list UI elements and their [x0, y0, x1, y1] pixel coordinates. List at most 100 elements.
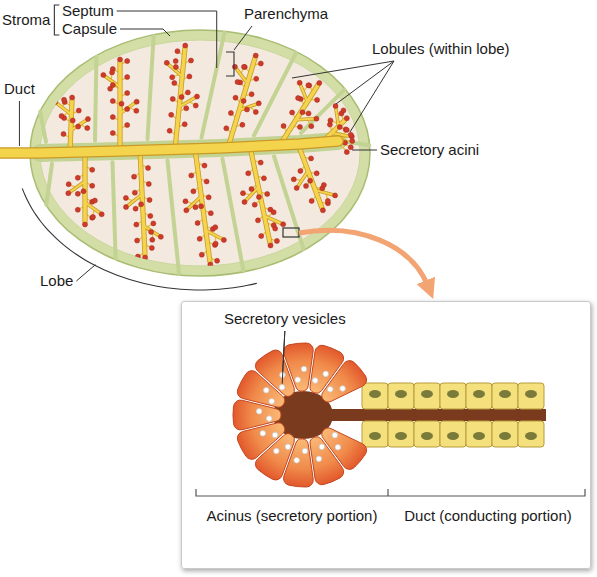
secretory-acinus-dot [75, 175, 80, 180]
duct-branch-outline [70, 100, 72, 152]
secretory-acinus-dot [70, 95, 75, 100]
secretory-acinus-dot [147, 197, 152, 202]
duct-cell-nucleus [369, 390, 381, 398]
secretory-acinus-dot [195, 221, 200, 226]
secretory-acinus-dot [271, 210, 276, 215]
secretory-acinus-dot [208, 211, 213, 216]
secretory-acinus-dot [194, 94, 199, 99]
secretory-acinus-dot [199, 252, 204, 257]
secretory-acinus-dot [206, 195, 211, 200]
secretory-vesicle [340, 386, 346, 392]
secretory-acinus-dot [228, 111, 233, 116]
secretory-acinus-dot [204, 179, 209, 184]
secretory-acinus-dot [172, 81, 177, 86]
secretory-acinus-dot [224, 126, 229, 131]
duct-cell-nucleus [525, 432, 537, 440]
duct-cell-nucleus [499, 432, 511, 440]
septum-line [168, 161, 180, 274]
secretory-acinus-dot [296, 96, 301, 101]
secretory-acinus-dot [197, 236, 202, 241]
duct-branch-outline [280, 85, 318, 145]
duct-branch-outline [117, 62, 122, 151]
duct-branch [264, 216, 280, 223]
secretory-acinus-dot [191, 189, 196, 194]
secretory-acinus-dot [213, 225, 218, 230]
leader-line [117, 11, 217, 68]
part-label: Parenchyma [244, 5, 328, 23]
secretory-acinus-dot [92, 198, 97, 203]
part-label: Stroma [2, 11, 50, 29]
secretory-acinus-dot [101, 72, 106, 77]
secretory-acinus-dot [341, 108, 346, 113]
secretory-acinus-dot [90, 215, 95, 220]
secretory-acinus-dot [344, 127, 349, 132]
septum-line [223, 159, 244, 270]
duct-branch [169, 65, 183, 77]
duct-branch [315, 190, 332, 195]
secretory-vesicle [332, 432, 338, 438]
secretory-acinus-dot [333, 103, 338, 108]
secretory-acinus-dot [132, 174, 137, 179]
leader-line [292, 61, 394, 78]
duct-cell-nucleus [447, 390, 459, 398]
secretory-acinus-dot [221, 237, 226, 242]
part-label: Duct [4, 80, 35, 98]
secretory-acinus-dot [124, 205, 129, 210]
secretory-vesicle [319, 444, 325, 450]
secretory-acinus-dot [183, 43, 188, 48]
secretory-acinus-dot [125, 91, 130, 96]
acinar-cell [310, 437, 344, 485]
secretory-acinus-dot [308, 178, 313, 183]
secretory-acinus-dot [254, 76, 259, 81]
secretory-acinus-dot [325, 198, 330, 203]
duct-cell-nucleus [447, 432, 459, 440]
secretory-acinus-dot [135, 254, 140, 259]
secretory-acinus-dot [242, 200, 247, 205]
secretory-acinus-dot [193, 205, 198, 210]
secretory-acinus-dot [132, 190, 137, 195]
secretory-acinus-dot [350, 139, 355, 144]
secretory-acinus-dot [297, 124, 302, 129]
secretory-acinus-dot [189, 173, 194, 178]
secretory-acinus-dot [233, 95, 238, 100]
part-label: Lobe [40, 272, 73, 290]
secretory-acinus-dot [265, 191, 270, 196]
secretory-acinus-dot [146, 181, 151, 186]
septum-line [254, 53, 296, 135]
secretory-acinus-dot [123, 195, 128, 200]
secretory-vesicle [279, 384, 285, 390]
part-label: Capsule [62, 20, 117, 38]
secretory-acinus-dot [81, 189, 86, 194]
duct-cell [492, 383, 518, 409]
secretory-acinus-dot [133, 206, 138, 211]
leader-line [352, 150, 377, 151]
septum-line [301, 90, 344, 133]
secretory-acinus-dot [90, 214, 95, 219]
secretory-acinus-dot [300, 110, 305, 115]
duct-cell-nucleus [369, 432, 381, 440]
septum-line [148, 36, 154, 139]
secretory-acinus-dot [241, 98, 246, 103]
secretory-acinus-dot [76, 124, 81, 129]
secretory-acinus-dot [213, 241, 218, 246]
secretory-acinus-dot [240, 122, 245, 127]
duct-branch [83, 152, 87, 222]
secretory-acinus-dot [75, 191, 80, 196]
secretory-vesicle [295, 377, 301, 383]
secretory-acinus-dot [240, 191, 245, 196]
secretory-acinus-dot [66, 191, 71, 196]
septum-line [274, 156, 303, 249]
acinus-illustration [233, 343, 546, 487]
secretory-vesicle [260, 431, 266, 437]
secretory-acinus-dot [139, 202, 144, 207]
secretory-acinus-dot [150, 237, 155, 242]
secretory-acinus-dot [170, 75, 175, 80]
secretory-acinus-dot [110, 99, 115, 104]
secretory-acinus-dot [258, 160, 263, 165]
secretory-vesicle [272, 432, 278, 438]
duct-cell-nucleus [395, 390, 407, 398]
secretory-acinus-dot [259, 234, 264, 239]
secretory-acinus-dot [256, 101, 261, 106]
secretory-acinus-dot [306, 111, 311, 116]
secretory-vesicle [323, 371, 329, 377]
